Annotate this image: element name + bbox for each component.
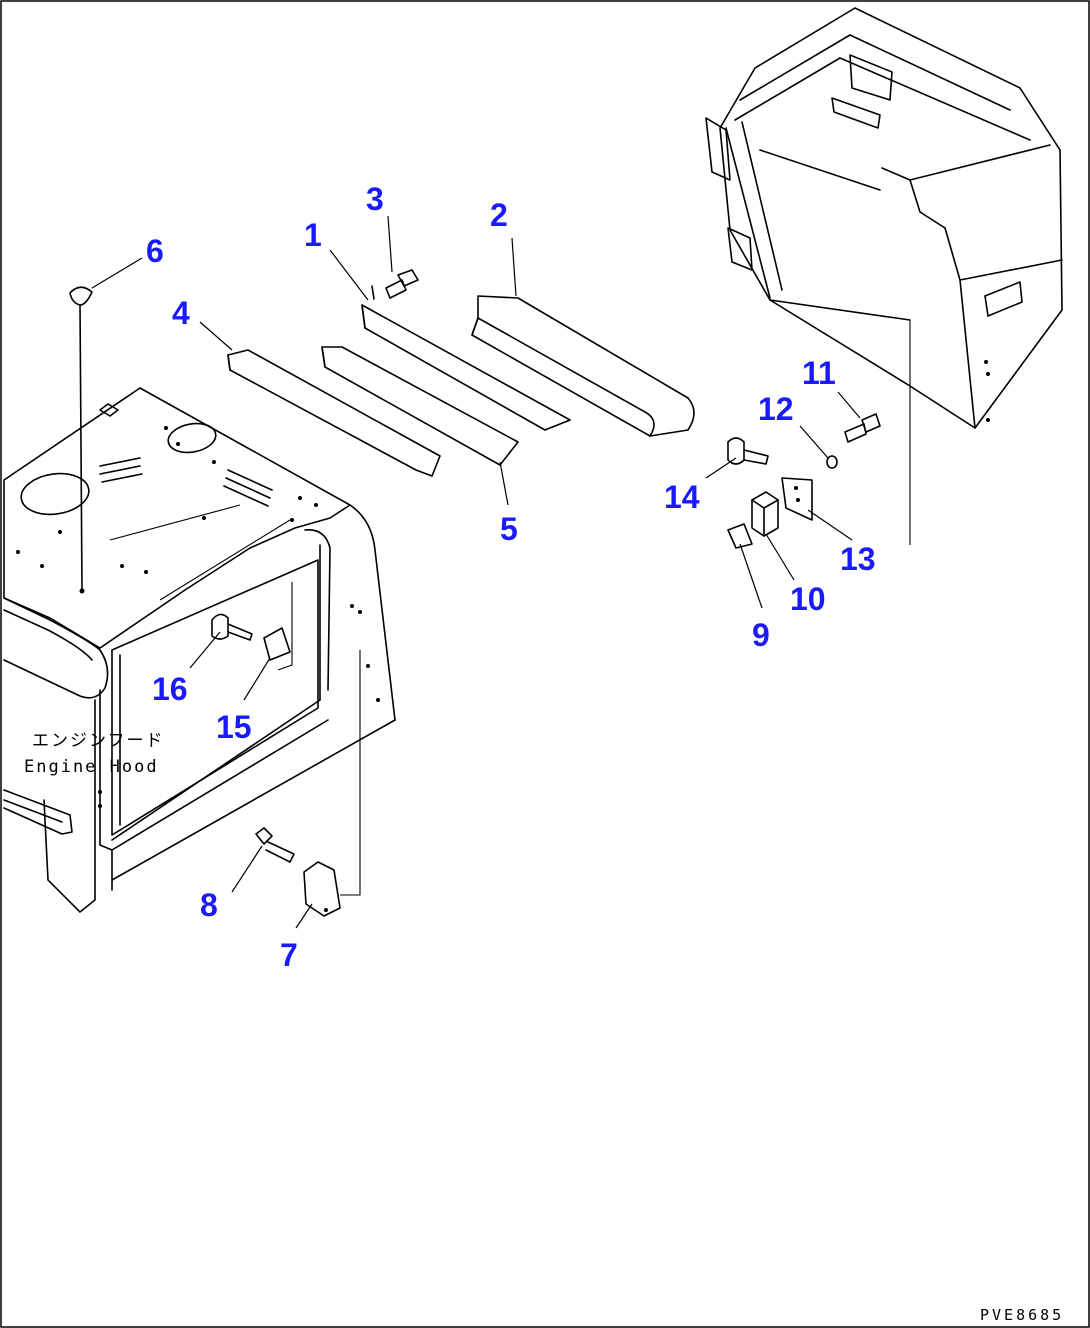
callout-10: 10 (790, 581, 826, 617)
callout-1: 1 (304, 217, 322, 253)
antenna-part (69, 286, 93, 594)
callout-11: 11 (802, 355, 836, 391)
bolt-part-14 (727, 437, 769, 465)
callout-13: 13 (840, 541, 876, 577)
cushion-part-10 (751, 491, 779, 537)
engine-hood-label-jp: エンジンフード (32, 731, 165, 751)
bolt-part-8 (255, 827, 295, 863)
callout-16: 16 (152, 671, 188, 707)
leader-lines (91, 215, 861, 929)
seal-part-4 (227, 349, 441, 477)
bolt-part-16 (211, 613, 253, 641)
drawing-code: PVE8685 (980, 1306, 1064, 1324)
seal-part-5 (321, 346, 519, 466)
plate-part-9 (727, 523, 753, 549)
radiator-box-part (705, 7, 1063, 545)
bolt-part-11 (844, 413, 881, 443)
engine-hood-label-en: Engine Hood (24, 757, 159, 777)
callout-5: 5 (500, 511, 518, 547)
callout-14: 14 (664, 479, 700, 515)
bracket-part-13 (781, 477, 813, 521)
callout-4: 4 (172, 295, 190, 331)
cover-strip-part-1 (361, 304, 571, 431)
bolt-part-3 (371, 269, 419, 300)
callout-15: 15 (216, 709, 252, 745)
engine-hood-part (3, 387, 396, 913)
washer-part-12 (826, 455, 838, 469)
callout-12: 12 (758, 391, 794, 427)
callout-9: 9 (752, 617, 770, 653)
bracket-part-7 (303, 861, 341, 917)
callout-8: 8 (200, 887, 218, 923)
seal-part-2 (471, 295, 695, 437)
callout-3: 3 (366, 181, 384, 217)
callout-7: 7 (280, 937, 298, 973)
plate-part-15 (263, 627, 291, 661)
callout-2: 2 (490, 197, 508, 233)
callout-6: 6 (146, 233, 164, 269)
callout-labels: 1 2 3 4 5 6 7 8 9 10 11 12 13 14 15 16 (146, 181, 876, 973)
